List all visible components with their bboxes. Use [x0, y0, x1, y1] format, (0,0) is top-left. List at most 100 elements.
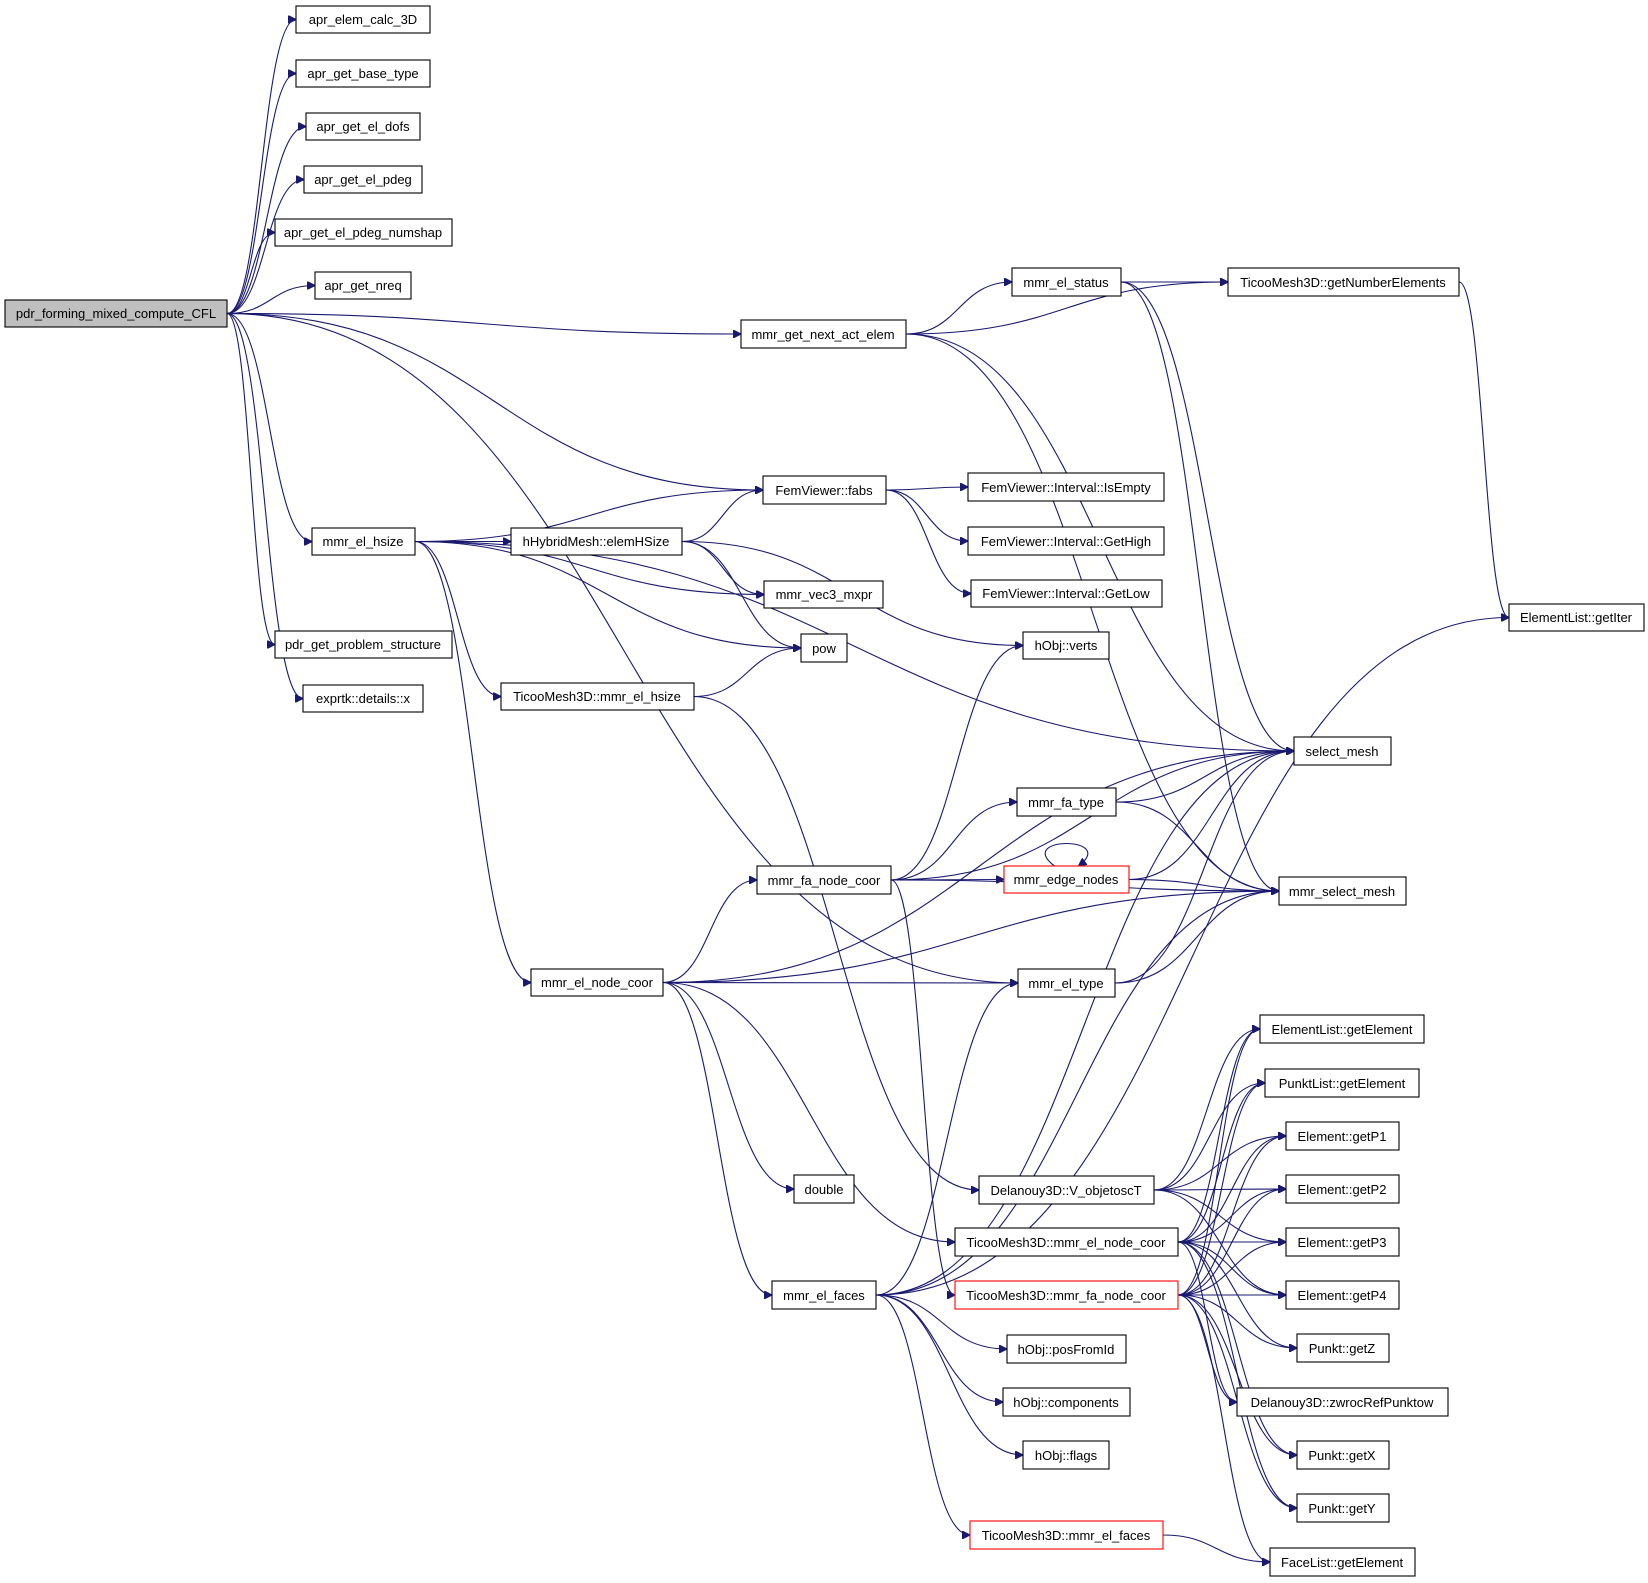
svg-text:hObj::posFromId: hObj::posFromId	[1018, 1342, 1115, 1357]
svg-text:FemViewer::Interval::GetLow: FemViewer::Interval::GetLow	[982, 586, 1150, 601]
edge-mmr_el_hsize-to-mmr_el_node_coor	[414, 540, 531, 983]
node-punktlist-getelement[interactable]: PunktList::getElement	[1264, 1068, 1420, 1098]
svg-text:TicooMesh3D::mmr_el_hsize: TicooMesh3D::mmr_el_hsize	[513, 689, 681, 704]
node-ticoo-el-faces[interactable]: TicooMesh3D::mmr_el_faces	[969, 1520, 1164, 1550]
node-ticoo-el-hsize[interactable]: TicooMesh3D::mmr_el_hsize	[500, 682, 695, 711]
svg-text:TicooMesh3D::mmr_el_faces: TicooMesh3D::mmr_el_faces	[982, 1528, 1151, 1543]
svg-text:mmr_el_faces: mmr_el_faces	[783, 1288, 865, 1303]
edge-mmr_el_hsize-to-vec3_mxpr	[414, 540, 764, 595]
edge-mmr_el_node_coor-to-double	[662, 981, 794, 1190]
node-hobj-flags[interactable]: hObj::flags	[1022, 1440, 1110, 1470]
edge-ticoo_el_faces-to-facelist_getelement	[1162, 1534, 1270, 1562]
node-get-next-act-elem[interactable]: mmr_get_next_act_elem	[740, 319, 907, 349]
node-el-dofs[interactable]: apr_get_el_dofs	[305, 112, 421, 141]
edge-v_objetosct-to-punktlist_getelement	[1153, 1083, 1265, 1191]
svg-text:ElementList::getIter: ElementList::getIter	[1520, 610, 1633, 625]
node-punkt-getx[interactable]: Punkt::getX	[1296, 1440, 1390, 1470]
node-element-getp3[interactable]: Element::getP3	[1285, 1227, 1400, 1257]
node-elementlist-getelement[interactable]: ElementList::getElement	[1259, 1014, 1425, 1044]
edge-fem_fabs-to-interval_isempty	[885, 487, 968, 490]
edge-mmr_el_faces-to-mmr_el_type	[875, 983, 1018, 1296]
node-hobj-components[interactable]: hObj::components	[1002, 1387, 1131, 1417]
node-facelist-getelement[interactable]: FaceList::getElement	[1269, 1547, 1416, 1577]
edge-root-to-get_next_act_elem	[226, 312, 741, 335]
edge-mmr_el_status-to-select_mesh	[1120, 281, 1294, 751]
node-mmr-el-faces[interactable]: mmr_el_faces	[771, 1280, 877, 1310]
node-mmr-el-node-coor[interactable]: mmr_el_node_coor	[530, 968, 664, 997]
node-base-type[interactable]: apr_get_base_type	[295, 59, 431, 88]
node-element-getp1[interactable]: Element::getP1	[1285, 1121, 1400, 1151]
node-mmr-fa-node-coor[interactable]: mmr_fa_node_coor	[756, 865, 892, 895]
svg-text:FemViewer::fabs: FemViewer::fabs	[775, 483, 873, 498]
svg-text:Element::getP3: Element::getP3	[1298, 1235, 1387, 1250]
edge-ticoo_fa_node_coor-to-element_getp3	[1177, 1242, 1286, 1296]
node-mmr-select-mesh[interactable]: mmr_select_mesh	[1278, 876, 1407, 906]
edge-root-to-el_pdeg	[226, 180, 304, 315]
node-vec3-mxpr[interactable]: mmr_vec3_mxpr	[763, 580, 884, 609]
edge-mmr_el_hsize-to-select_mesh	[414, 540, 1294, 752]
edge-get_next_act_elem-to-get_number_elements	[905, 282, 1228, 335]
edge-root-to-nreq	[226, 286, 315, 315]
node-interval-gethigh[interactable]: FemViewer::Interval::GetHigh	[967, 526, 1165, 556]
svg-text:pdr_get_problem_structure: pdr_get_problem_structure	[285, 637, 441, 652]
node-ticoo-el-node-coor[interactable]: TicooMesh3D::mmr_el_node_coor	[954, 1227, 1179, 1257]
node-mmr-el-type[interactable]: mmr_el_type	[1017, 968, 1116, 998]
edge-ticoo_el_node_coor-to-elementlist_getelement	[1177, 1029, 1260, 1243]
svg-text:mmr_edge_nodes: mmr_edge_nodes	[1014, 872, 1119, 887]
node-ticoo-fa-node-coor[interactable]: TicooMesh3D::mmr_fa_node_coor	[954, 1280, 1179, 1310]
node-elementlist-getiter[interactable]: ElementList::getIter	[1508, 603, 1645, 632]
edge-mmr_el_status-to-mmr_select_mesh	[1120, 281, 1279, 891]
edge-v_objetosct-to-elementlist_getelement	[1153, 1029, 1260, 1191]
edge-fem_fabs-to-interval_gethigh	[885, 489, 968, 541]
node-get-number-elements[interactable]: TicooMesh3D::getNumberElements	[1227, 267, 1460, 297]
node-fem-fabs[interactable]: FemViewer::fabs	[762, 475, 887, 505]
svg-text:Delanouy3D::zwrocRefPunktow: Delanouy3D::zwrocRefPunktow	[1251, 1395, 1434, 1410]
node-punkt-gety[interactable]: Punkt::getY	[1296, 1493, 1390, 1523]
edge-mmr_el_hsize-to-ticoo_el_hsize	[414, 540, 501, 697]
edge-layer	[226, 20, 1509, 1563]
node-problem-structure[interactable]: pdr_get_problem_structure	[274, 630, 453, 659]
edge-v_objetosct-to-element_getp1	[1153, 1136, 1286, 1191]
svg-text:hObj::components: hObj::components	[1013, 1395, 1119, 1410]
node-v-objetosct[interactable]: Delanouy3D::V_objetoscT	[978, 1175, 1155, 1205]
svg-text:Delanouy3D::V_objetoscT: Delanouy3D::V_objetoscT	[990, 1183, 1141, 1198]
node-interval-isempty[interactable]: FemViewer::Interval::IsEmpty	[967, 472, 1165, 502]
svg-text:mmr_el_hsize: mmr_el_hsize	[323, 534, 404, 549]
node-element-getp4[interactable]: Element::getP4	[1285, 1280, 1400, 1310]
svg-text:FaceList::getElement: FaceList::getElement	[1281, 1555, 1404, 1570]
node-root[interactable]: pdr_forming_mixed_compute_CFL	[4, 299, 228, 328]
node-pdeg-numshap[interactable]: apr_get_el_pdeg_numshap	[274, 218, 453, 247]
node-mmr-edge-nodes[interactable]: mmr_edge_nodes	[1003, 865, 1130, 894]
svg-text:TicooMesh3D::mmr_fa_node_coor: TicooMesh3D::mmr_fa_node_coor	[966, 1288, 1166, 1303]
node-select-mesh[interactable]: select_mesh	[1293, 736, 1392, 766]
svg-text:apr_elem_calc_3D: apr_elem_calc_3D	[309, 12, 417, 27]
node-hobj-verts[interactable]: hObj::verts	[1022, 631, 1110, 660]
edge-mmr_edge_nodes-to-mmr_select_mesh	[1128, 878, 1279, 892]
svg-text:apr_get_el_dofs: apr_get_el_dofs	[316, 119, 410, 134]
node-element-getp2[interactable]: Element::getP2	[1285, 1174, 1400, 1204]
edge-root-to-exprtk_x	[226, 312, 303, 699]
svg-text:TicooMesh3D::getNumberElements: TicooMesh3D::getNumberElements	[1240, 275, 1446, 290]
node-mmr-el-status[interactable]: mmr_el_status	[1011, 267, 1122, 297]
node-elem-calc[interactable]: apr_elem_calc_3D	[295, 5, 431, 34]
node-hybrid-elemhsize[interactable]: hHybridMesh::elemHSize	[510, 527, 683, 556]
node-hobj-posfromid[interactable]: hObj::posFromId	[1006, 1334, 1127, 1364]
node-exprtk-x[interactable]: exprtk::details::x	[302, 684, 424, 713]
node-interval-getlow[interactable]: FemViewer::Interval::GetLow	[970, 579, 1163, 608]
node-layer: pdr_forming_mixed_compute_CFL apr_elem_c…	[4, 5, 1645, 1577]
node-punkt-getz[interactable]: Punkt::getZ	[1296, 1333, 1390, 1363]
node-el-pdeg[interactable]: apr_get_el_pdeg	[303, 165, 423, 194]
edge-ticoo_el_node_coor-to-zwroc_ref_punktow	[1177, 1241, 1237, 1402]
svg-text:double: double	[804, 1182, 843, 1197]
edge-fem_fabs-to-interval_getlow	[885, 489, 971, 594]
node-double[interactable]: double	[793, 1174, 855, 1204]
node-mmr-fa-type[interactable]: mmr_fa_type	[1016, 787, 1117, 817]
node-mmr-el-hsize[interactable]: mmr_el_hsize	[311, 527, 416, 556]
svg-text:mmr_vec3_mxpr: mmr_vec3_mxpr	[776, 587, 873, 602]
edge-mmr_edge_nodes-to-mmr_edge_nodes	[1044, 843, 1089, 867]
node-nreq[interactable]: apr_get_nreq	[314, 271, 412, 300]
node-pow[interactable]: pow	[800, 633, 848, 663]
edge-mmr_el_type-to-mmr_select_mesh	[1114, 891, 1279, 984]
svg-text:FemViewer::Interval::IsEmpty: FemViewer::Interval::IsEmpty	[981, 480, 1151, 495]
node-zwroc-ref-punktow[interactable]: Delanouy3D::zwrocRefPunktow	[1236, 1387, 1449, 1417]
